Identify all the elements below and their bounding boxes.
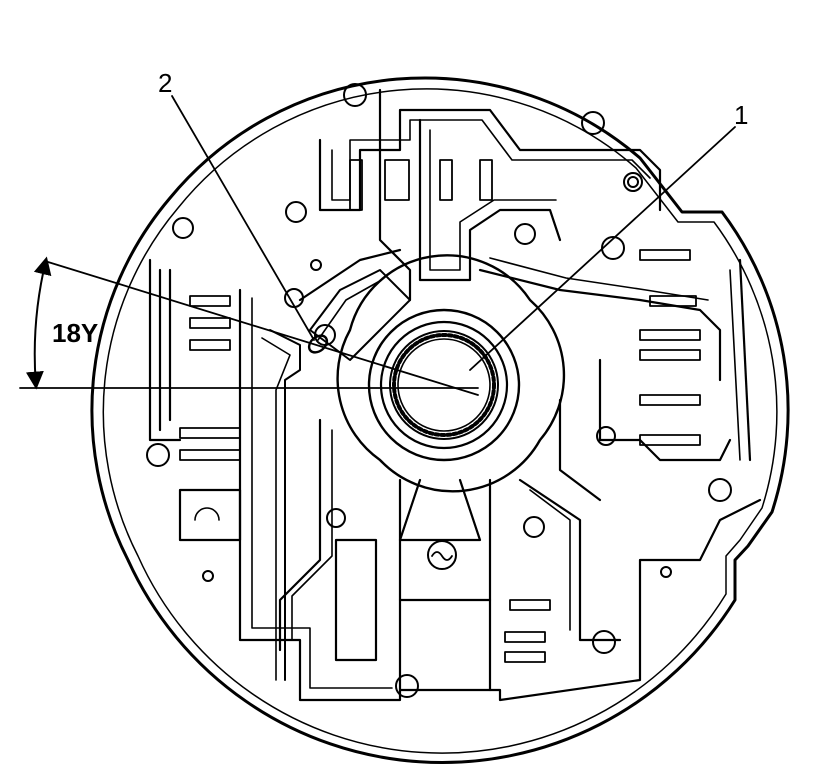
angle-label: 18Y	[52, 318, 98, 348]
channel-walls	[148, 88, 762, 702]
bolt-holes	[146, 83, 732, 698]
pressure-passage	[261, 269, 411, 681]
callout-label-1: 1	[734, 100, 748, 130]
leader-lines	[171, 95, 736, 371]
reference-lines	[19, 256, 479, 396]
angle-arc-arrow	[25, 256, 52, 390]
angled-reference-line	[47, 261, 479, 396]
callout-label-2: 2	[158, 68, 172, 98]
central-hub	[336, 254, 566, 493]
rotation-symbol	[427, 540, 457, 570]
housing-outline	[90, 76, 790, 765]
leader-line-1	[469, 126, 736, 371]
leader-line-2	[171, 95, 315, 341]
vent-slots	[179, 159, 701, 663]
